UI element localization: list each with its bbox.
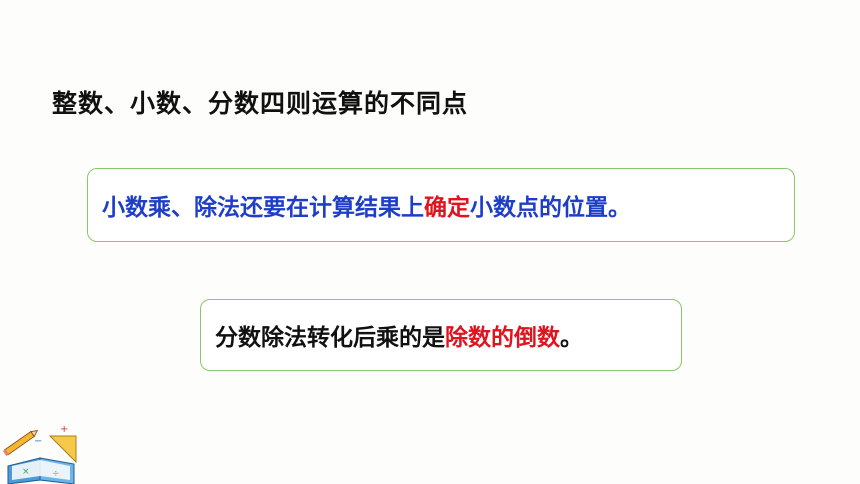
decimal-rule-text-2: 的位置。: [539, 195, 631, 221]
plus-glyph: +: [60, 424, 68, 435]
decimal-rule-highlight-decimal-point: 小数点: [470, 195, 539, 221]
book-with-math-tools-icon: + − × ÷: [2, 424, 77, 484]
minus-glyph: −: [34, 436, 42, 447]
section-heading: 整数、小数、分数四则运算的不同点: [52, 89, 469, 118]
decimal-rule-box: 小数乘、除法还要在计算结果上确定小数点的位置。: [87, 168, 795, 242]
divide-glyph: ÷: [52, 469, 60, 479]
fraction-rule-highlight-reciprocal: 除数的倒数: [445, 325, 560, 351]
decimal-rule-text-1: 小数乘、除法还要在计算结果上: [102, 195, 424, 221]
times-glyph: ×: [22, 467, 30, 477]
fraction-rule-text-2: 。: [560, 325, 583, 351]
decimal-rule-highlight-determine: 确定: [424, 195, 470, 221]
fraction-rule-box: 分数除法转化后乘的是除数的倒数。: [200, 299, 682, 371]
fraction-rule-text-1: 分数除法转化后乘的是: [215, 325, 445, 351]
